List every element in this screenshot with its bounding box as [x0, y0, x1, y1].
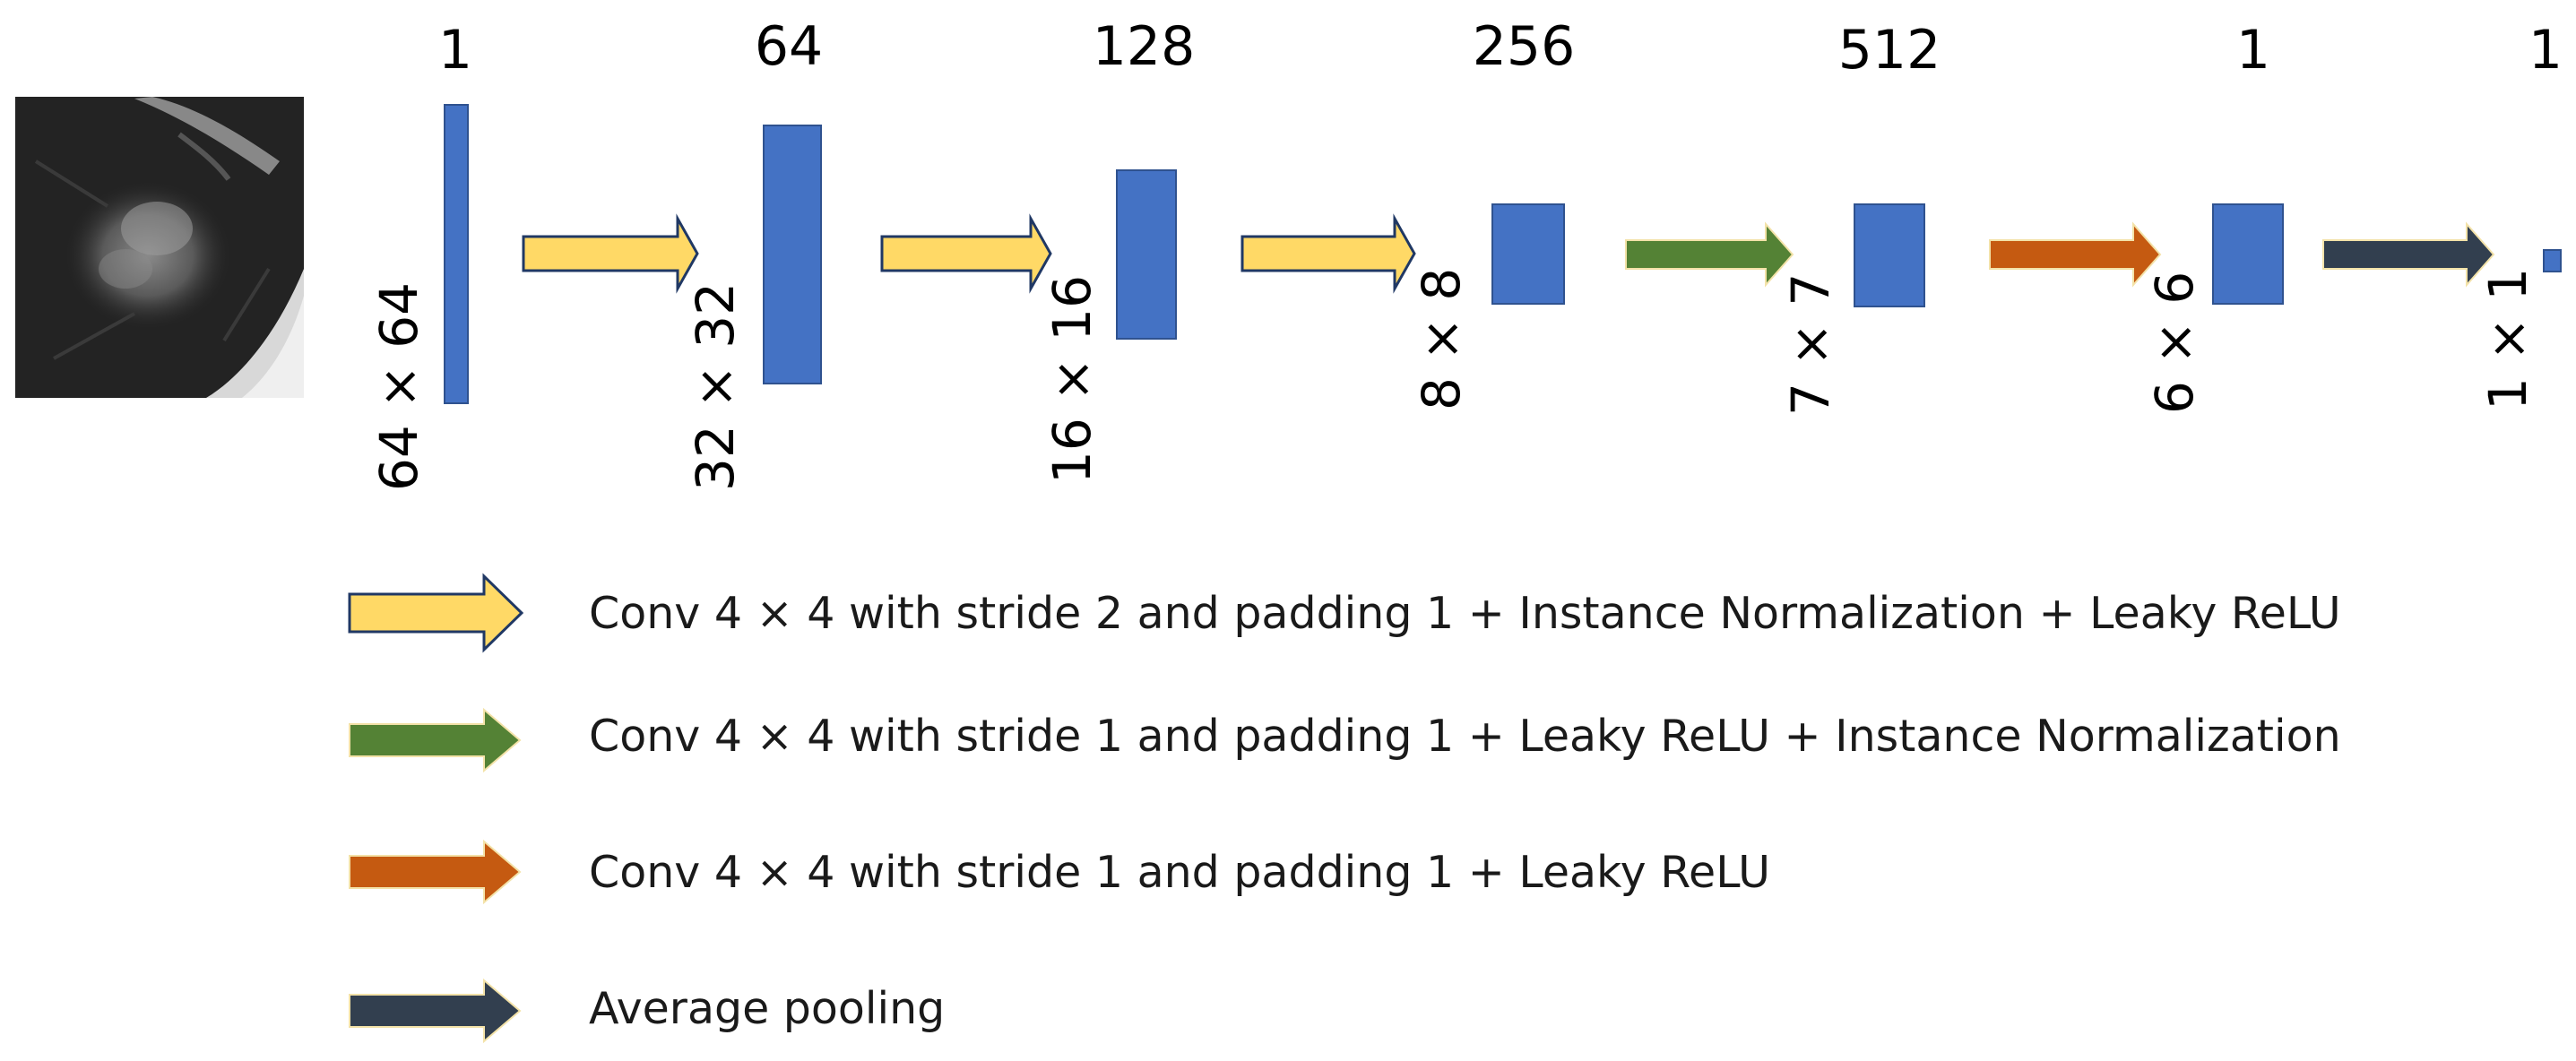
flow-arrow-conv-stride2-3	[1240, 213, 1416, 294]
flow-arrow-conv-stride1-in	[1625, 221, 1794, 288]
channel-label-3: 128	[1093, 15, 1196, 78]
flow-arrow-conv-stride2-2	[880, 213, 1052, 294]
flow-arrow-conv-stride2-1	[522, 213, 699, 294]
legend-label-conv-stride1-in: Conv 4 × 4 with stride 1 and padding 1 +…	[589, 711, 2341, 762]
channel-label-2: 64	[755, 15, 823, 78]
feature-block-4	[1491, 203, 1565, 305]
size-label-4: 8 × 8	[1411, 268, 1472, 410]
channel-label-6: 1	[2236, 19, 2270, 82]
legend-item-conv-stride1-in: Conv 4 × 4 with stride 1 and padding 1 +…	[349, 707, 2341, 773]
channel-labels: 1 64 128 256 512 1 1	[438, 15, 2563, 82]
legend-arrow-avg-pool	[349, 978, 522, 1044]
size-label-6: 6 × 6	[2144, 272, 2205, 414]
channel-label-4: 256	[1473, 15, 1576, 78]
legend-label-avg-pool: Average pooling	[589, 983, 945, 1034]
feature-block-6	[2212, 203, 2284, 305]
legend-item-conv-stride2: Conv 4 × 4 with stride 2 and padding 1 +…	[348, 573, 2341, 653]
size-label-2: 32 × 32	[685, 282, 746, 491]
legend-label-conv-stride2: Conv 4 × 4 with stride 2 and padding 1 +…	[589, 588, 2341, 639]
feature-blocks	[444, 104, 2562, 404]
channel-label-1: 1	[438, 19, 472, 82]
size-label-3: 16 × 16	[1042, 275, 1102, 484]
size-labels: 64 × 64 32 × 32 16 × 16 8 × 8 7 × 7 6 × …	[368, 268, 2538, 491]
legend: Conv 4 × 4 with stride 2 and padding 1 +…	[348, 573, 2341, 1044]
feature-block-1	[444, 104, 469, 404]
input-ct-image	[15, 97, 304, 398]
legend-item-conv-stride1: Conv 4 × 4 with stride 1 and padding 1 +…	[349, 839, 1770, 905]
flow-arrow-conv-stride1	[1989, 221, 2162, 288]
feature-block-7	[2543, 249, 2562, 272]
feature-block-5	[1854, 203, 1925, 307]
legend-item-avg-pool: Average pooling	[349, 978, 945, 1044]
size-label-1: 64 × 64	[368, 282, 429, 491]
flow-arrows	[522, 213, 2495, 294]
flow-arrow-avg-pool	[2322, 221, 2495, 288]
legend-label-conv-stride1: Conv 4 × 4 with stride 1 and padding 1 +…	[589, 847, 1770, 898]
size-label-5: 7 × 7	[1780, 273, 1841, 416]
feature-block-2	[763, 125, 822, 384]
legend-arrow-conv-stride1-in	[349, 707, 522, 773]
size-label-7: 1 × 1	[2477, 268, 2538, 410]
channel-label-7: 1	[2528, 19, 2563, 82]
feature-block-3	[1116, 169, 1177, 340]
channel-label-5: 512	[1838, 19, 1941, 82]
legend-arrow-conv-stride2	[348, 573, 524, 653]
legend-arrow-conv-stride1	[349, 839, 522, 905]
